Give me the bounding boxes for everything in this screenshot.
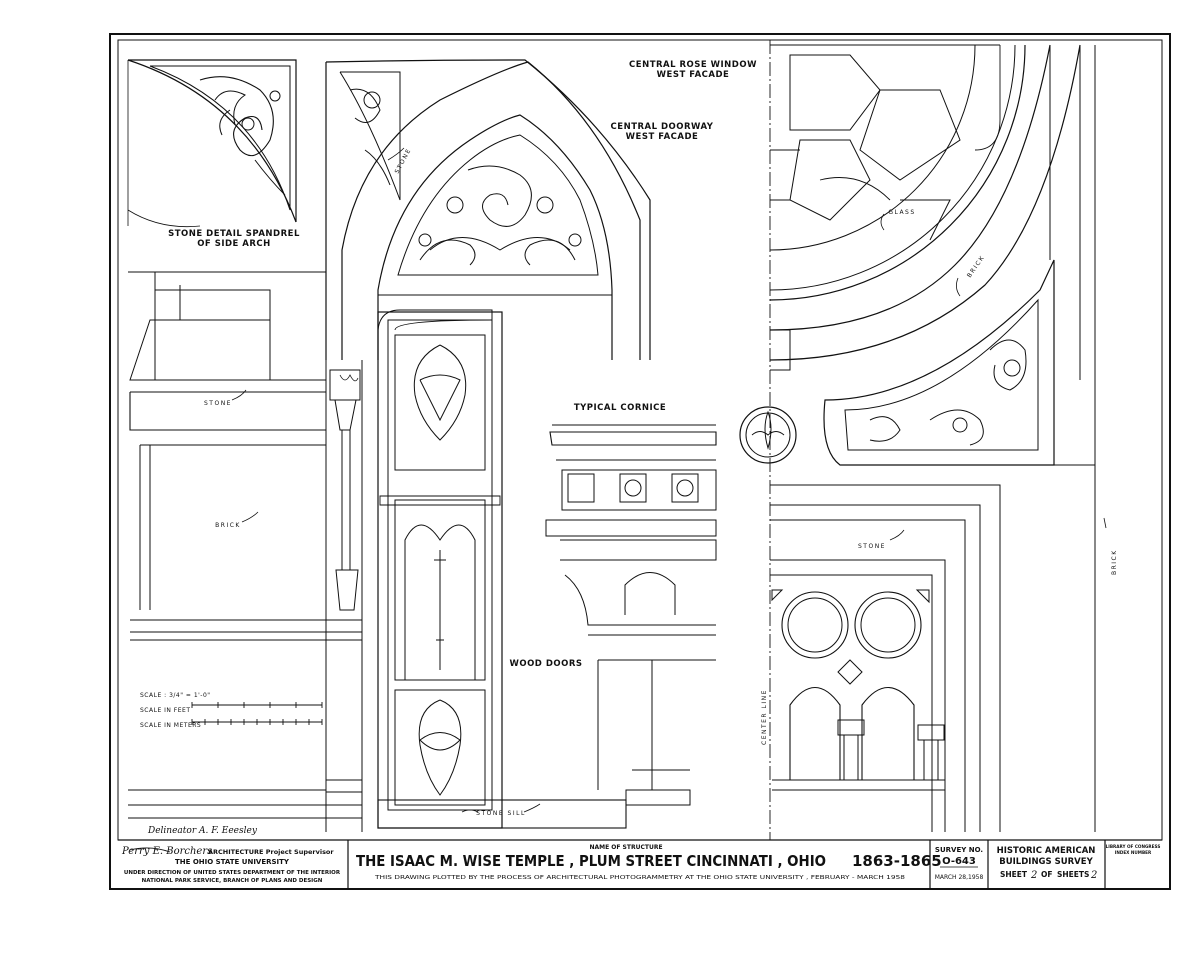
title-block [118, 839, 1162, 889]
cornice-drawing [545, 424, 717, 806]
stone-right-label: STONE [858, 543, 886, 550]
stone-sill-label: STONE SILL [476, 810, 526, 817]
scale-bars [191, 702, 323, 725]
sheets-label: SHEETS [1057, 870, 1089, 879]
rose-window-title-2: WEST FACADE [657, 70, 730, 80]
doorway-arch-drawing [325, 59, 651, 360]
doorway-title-2: WEST FACADE [626, 132, 699, 142]
wood-door-drawing [377, 309, 503, 829]
sheets-total: 2 [1090, 870, 1097, 881]
center-line-label: CENTER LINE [761, 689, 768, 745]
supervisor-signature: Perry E. Borchers [121, 846, 212, 857]
rose-window-drawing [769, 44, 1096, 832]
leader-arrows [231, 147, 1107, 813]
arcade-panel-drawing [770, 484, 1001, 832]
outer-border [109, 33, 1171, 890]
university-name: THE OHIO STATE UNIVERSITY [175, 858, 290, 866]
doorway-title-1: CENTRAL DOORWAY [611, 122, 714, 132]
name-caption: NAME OF STRUCTURE [589, 844, 662, 851]
scale-meters-label: SCALE IN METERS [140, 722, 201, 729]
brick-right-label: BRICK [1111, 549, 1118, 575]
sheet-label: SHEET [1000, 870, 1028, 879]
cornice-title: TYPICAL CORNICE [574, 403, 666, 413]
stone-arch-label: STONE [394, 147, 413, 175]
direction-line-2: NATIONAL PARK SERVICE, BRANCH OF PLANS A… [142, 878, 323, 884]
stone-left-label: STONE [204, 400, 232, 407]
side-spandrel-drawing [823, 259, 1095, 466]
glass-label: GLASS [888, 209, 915, 216]
loc-line-2: INDEX NUMBER [1115, 850, 1152, 855]
spandrel-title-2: OF SIDE ARCH [197, 239, 271, 249]
survey-caption: SURVEY NO. [935, 846, 983, 854]
stone-sill [377, 799, 627, 829]
wood-doors-title: WOOD DOORS [509, 659, 582, 669]
survey-number: O-643 [942, 856, 976, 867]
scale-ratio: SCALE : 3/4" = 1'-0" [140, 692, 211, 699]
inner-border [117, 39, 1163, 841]
fleur-medallion [739, 406, 797, 464]
left-pier-drawing [128, 271, 363, 832]
survey-date: MARCH 28,1958 [935, 874, 984, 881]
structure-years: 1863-1865 [852, 852, 942, 870]
of-label: OF [1041, 870, 1053, 879]
loc-line-1: LIBRARY OF CONGRESS [1106, 844, 1161, 849]
structure-name: THE ISAAC M. WISE TEMPLE , PLUM STREET C… [356, 852, 826, 870]
spandrel-detail-drawing [127, 59, 297, 227]
brick-left-label: BRICK [215, 522, 241, 529]
process-note: THIS DRAWING PLOTTED BY THE PROCESS OF A… [374, 875, 906, 881]
spandrel-title-1: STONE DETAIL SPANDREL [168, 229, 300, 239]
direction-line-1: UNDER DIRECTION OF UNITED STATES DEPARTM… [124, 870, 341, 876]
rose-window-title-1: CENTRAL ROSE WINDOW [629, 60, 757, 70]
scale-feet-label: SCALE IN FEET [140, 707, 191, 714]
habs-line-1: HISTORIC AMERICAN [997, 846, 1096, 856]
sheet-number: 2 [1030, 870, 1037, 881]
delineator-signature: Delineator A. F. Eeesley [147, 826, 258, 836]
supervisor-title: ARCHITECTURE Project Supervisor [208, 848, 334, 856]
habs-line-2: BUILDINGS SURVEY [999, 857, 1093, 867]
brick-arc-label: BRICK [966, 254, 986, 279]
